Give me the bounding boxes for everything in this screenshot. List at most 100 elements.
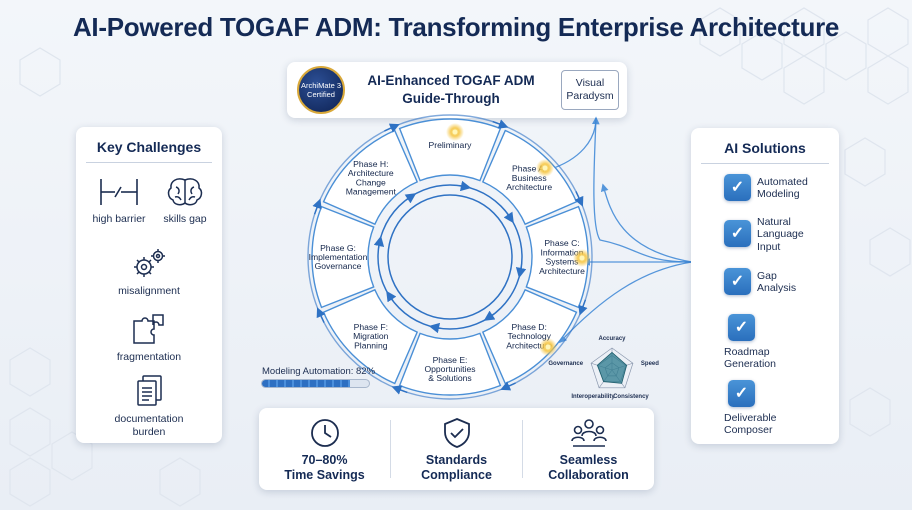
radar-axis-label: Speed [641,361,659,367]
page-title: AI-Powered TOGAF ADM: Transforming Enter… [72,12,840,42]
challenge-high-barrier: high barrier [84,175,154,226]
guide-title-line-2: Guide-Through [402,90,500,106]
ai-touchpoint-dot [545,344,551,350]
guide-title: AI-Enhanced TOGAF ADM Guide-Through [351,72,551,107]
solution-gap-analysis: Gap Analysis [757,270,867,295]
solution-label-line-1: Roadmap [724,346,770,358]
cycle-arrow [515,266,527,279]
adm-phase-label: Preliminary [429,140,473,150]
check-icon: ✓ [728,314,755,341]
outer-cycle-arrow [384,123,400,133]
outer-cycle-arrow [391,385,408,395]
check-icon: ✓ [724,268,751,295]
check-icon: ✓ [724,174,751,201]
challenge-fragmentation: fragmentation [104,311,194,364]
gears-icon [134,249,165,277]
solution-automated-modeling: Automated Modeling [757,176,867,201]
outer-cycle-arrow [312,198,322,215]
badge-line-2: Certified [307,90,335,99]
solution-natural-language-input: Natural Language Input [757,216,867,253]
cycle-arrow [373,235,385,248]
ai-touchpoint-dot [452,129,458,135]
solution-label-line-1: Deliverable [724,412,777,424]
visual-paradigm-box: Visual Paradysm [561,70,619,110]
team-icon [570,419,607,447]
modeling-automation-label: Modeling Automation: 82% [262,366,376,377]
challenge-label: misalignment [118,285,180,297]
challenge-label: fragmentation [116,351,182,363]
modeling-automation-bar [261,379,370,388]
solution-deliverable-composer: Deliverable Composer [724,412,834,437]
key-challenges-divider [86,162,212,163]
solution-label-line-2: Modeling [757,188,800,201]
guide-title-line-1: AI-Enhanced TOGAF ADM [367,73,535,88]
challenge-label-line-2: burden [132,426,166,439]
key-challenges-title: Key Challenges [96,139,202,155]
cycle-arrow [503,211,514,224]
ai-touchpoint-dot [542,165,548,171]
challenge-label: high barrier [92,213,146,225]
badge-line-1: ArchiMate 3 [300,81,342,90]
benefit-label-line-1: Seamless [559,453,618,467]
outer-cycle-arrow [316,307,326,323]
check-icon: ✓ [728,380,755,407]
challenge-skills-gap: skills gap [154,175,216,226]
outer-cycle-arrow [500,381,516,391]
ai-connector-line [591,116,693,263]
ai-connector-line [558,261,693,344]
shield-check-icon [443,418,470,448]
benefit-divider [390,420,391,478]
adm-phase-label: Phase E:Opportunities& Solutions [424,355,475,383]
benefit-label-line-1: 70–80% [301,453,348,467]
solution-roadmap-generation: Roadmap Generation [724,346,834,371]
solution-label-line-3: Input [757,240,781,253]
ai-solutions-title: AI Solutions [724,140,806,156]
puzzle-icon [133,314,164,344]
modeling-automation-fill [262,380,350,387]
paradigm-line-1: Visual [575,77,605,89]
cycle-arrow [483,310,496,321]
clock-icon [310,419,339,447]
ai-connector-line [600,183,693,263]
cycle-arrow [404,193,417,204]
radar-axis-label: Interoperability [571,394,615,400]
solution-label-line-1: Natural [757,216,791,228]
documents-icon [137,375,162,406]
radar-grid [590,347,634,389]
solution-label-line-1: Automated [757,176,808,188]
solution-label-line-2: Analysis [757,282,797,295]
check-icon: ✓ [724,220,751,247]
radar-value-area [596,351,628,384]
guide-header-card: ArchiMate 3 Certified AI-Enhanced TOGAF … [287,62,627,118]
benefit-divider [522,420,523,478]
outer-cycle-arrow [492,119,509,129]
key-challenges-panel: Key Challenges high barrier skills gap [76,127,222,443]
benefit-seamless-collaboration: Seamless Collaboration [523,408,654,490]
solution-label-line-2: Language [757,228,804,241]
paradigm-line-2: Paradysm [566,90,614,103]
radar-axis-label: Consistency [613,394,649,400]
challenge-label-line-1: documentation [114,413,184,425]
challenge-misalignment: misalignment [109,247,189,298]
ai-solutions-divider [701,163,829,164]
brain-icon [167,178,203,206]
benefit-label-line-2: Time Savings [284,468,365,483]
radar-axis-label: Governance [548,361,583,367]
benefit-standards-compliance: Standards Compliance [391,408,522,490]
cycle-arrow [459,180,472,192]
benefits-card: 70–80% Time Savings Standards Compliance… [259,408,654,490]
benefit-time-savings: 70–80% Time Savings [259,408,390,490]
radar-axis-label: Accuracy [598,336,626,342]
ai-solutions-panel: AI Solutions ✓ Automated Modeling ✓ Natu… [691,128,839,444]
benefit-label-line-2: Collaboration [548,468,629,483]
challenge-documentation-burden: documentation burden [99,373,199,439]
barrier-icon [100,179,138,205]
